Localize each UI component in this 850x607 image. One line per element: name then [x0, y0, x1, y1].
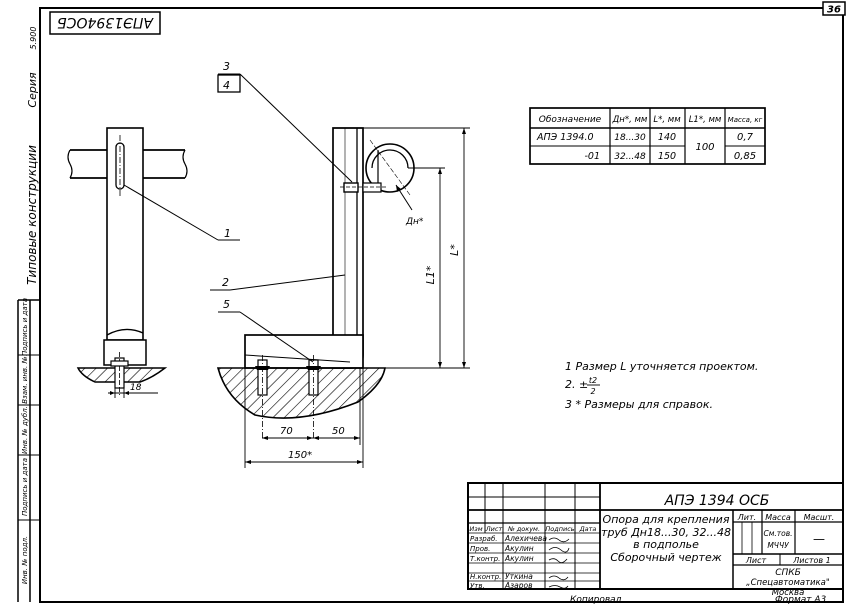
notes: 1 Размер L уточняется проектом. 2. ± t2 …	[565, 360, 758, 411]
spec-row1-code: АПЭ 1394.0	[536, 132, 594, 143]
role-5: Утв.	[470, 582, 485, 590]
spec-header-l1: L1*, мм	[689, 115, 722, 125]
signature-3	[548, 558, 568, 563]
signature-5	[548, 585, 569, 589]
spec-header-l: L*, мм	[653, 115, 681, 125]
title-line-1: Опора для крепления	[603, 513, 730, 526]
title-line-2: труб Дн18...30, 32...48	[601, 526, 731, 539]
org-3: Москва	[772, 588, 805, 598]
role-4: Н.контр.	[470, 573, 501, 581]
footer-copied: Копировал	[570, 595, 622, 605]
listov-label: Листов 1	[792, 556, 831, 565]
front-view: Дн* 3 4 2 5 70 50 150*	[210, 60, 470, 468]
side-typical: Типовые конструкции	[25, 145, 39, 285]
dim-18: 18	[130, 383, 142, 393]
side-inv-podl: Инв. № подл.	[21, 536, 29, 584]
name-3: Акулин	[504, 554, 534, 563]
note-2-prefix: 2. ±	[565, 378, 588, 391]
callout-dn: Дн*	[405, 217, 424, 227]
name-4: Уткина	[505, 572, 533, 581]
hdr-izm: Изм	[469, 525, 482, 533]
sheet-frame	[39, 7, 844, 603]
callout-4: 4	[223, 79, 230, 92]
spec-table: Обозначение Дн*, мм L*, мм L1*, мм Масса…	[529, 107, 766, 165]
role-2: Пров.	[470, 545, 490, 553]
note-2-den: 2	[590, 387, 595, 396]
hdr-ndok: № докум.	[507, 525, 540, 533]
spec-row2-code: -01	[584, 151, 600, 162]
hdr-podp: Подпись	[545, 525, 574, 533]
dim-L1: L1*	[424, 265, 437, 284]
role-3: Т.контр.	[470, 555, 500, 563]
spec-row1-l1: 100	[695, 142, 714, 153]
spec-row1-dn: 18...30	[614, 133, 646, 143]
dim-50: 50	[332, 426, 345, 437]
sheet-number-box	[822, 1, 846, 16]
hdr-list: Лист	[485, 525, 503, 533]
side-podp-data: Подпись и дата	[21, 298, 29, 356]
spec-row2-mass: 0,85	[734, 151, 756, 162]
doc-code: АПЭ 1394 ОСБ	[664, 493, 770, 509]
side-series: Серия	[26, 72, 39, 108]
title-line-4: Сборочный чертеж	[610, 551, 721, 564]
side-vzam-inv: Взам. инв. №	[21, 356, 29, 404]
mass-value-2: МЧЧУ	[767, 541, 789, 550]
spec-row2-l: 150	[658, 151, 676, 162]
hdr-data: Дата	[579, 525, 597, 533]
dim-L: L*	[448, 244, 461, 256]
mass-value-1: См.тов.	[763, 529, 792, 538]
side-inv-dubl: Инв. № дубл.	[21, 406, 29, 454]
note-2-num: t2	[589, 376, 597, 385]
lit-label: Лит.	[737, 513, 756, 522]
spec-header-code: Обозначение	[539, 115, 602, 125]
list-label: Лист	[745, 556, 767, 565]
signature-1	[548, 537, 570, 543]
note-3: 3 * Размеры для справок.	[565, 398, 713, 411]
name-2: Акулин	[504, 544, 534, 553]
side-podp-data-2: Подпись и дата	[21, 458, 29, 516]
callout-3: 3	[223, 60, 230, 73]
title-block: АПЭ 1394 ОСБ Опора для крепления труб Дн…	[467, 482, 844, 598]
signature-2	[548, 547, 570, 553]
sheet-number: 36	[827, 5, 841, 16]
footer-format: Формат А3	[775, 595, 827, 605]
spec-row1-mass: 0,7	[737, 132, 754, 143]
stamp-rotated-text: АПЭ1394ОСБ	[57, 14, 154, 30]
spec-header-dn: Дн*, мм	[612, 115, 648, 125]
callout-5: 5	[223, 298, 230, 311]
dim-150: 150*	[288, 450, 312, 461]
callout-1: 1	[224, 227, 231, 240]
note-1: 1 Размер L уточняется проектом.	[565, 360, 758, 373]
spec-row1-l: 140	[658, 132, 676, 143]
stamp-box	[49, 11, 161, 35]
left-view: 18 1	[67, 127, 240, 398]
side-series-num: 5.900	[29, 27, 38, 50]
name-5: Азаров	[504, 581, 532, 590]
spec-header-mass: Масса, кг	[728, 116, 763, 124]
callout-2: 2	[222, 276, 229, 289]
scale-value: —	[813, 532, 825, 546]
org-1: СПКБ	[775, 568, 801, 578]
role-1: Разраб.	[470, 535, 498, 543]
signature-4	[548, 575, 569, 581]
title-line-3: в подполье	[633, 538, 699, 551]
spec-row2-dn: 32...48	[614, 152, 646, 162]
name-1: Алехичева	[504, 534, 547, 543]
org-2: „Спецавтоматика"	[746, 578, 830, 588]
masshtab-label: Масшт.	[804, 513, 835, 522]
dim-70: 70	[280, 426, 293, 437]
massa-label: Масса	[765, 513, 791, 522]
